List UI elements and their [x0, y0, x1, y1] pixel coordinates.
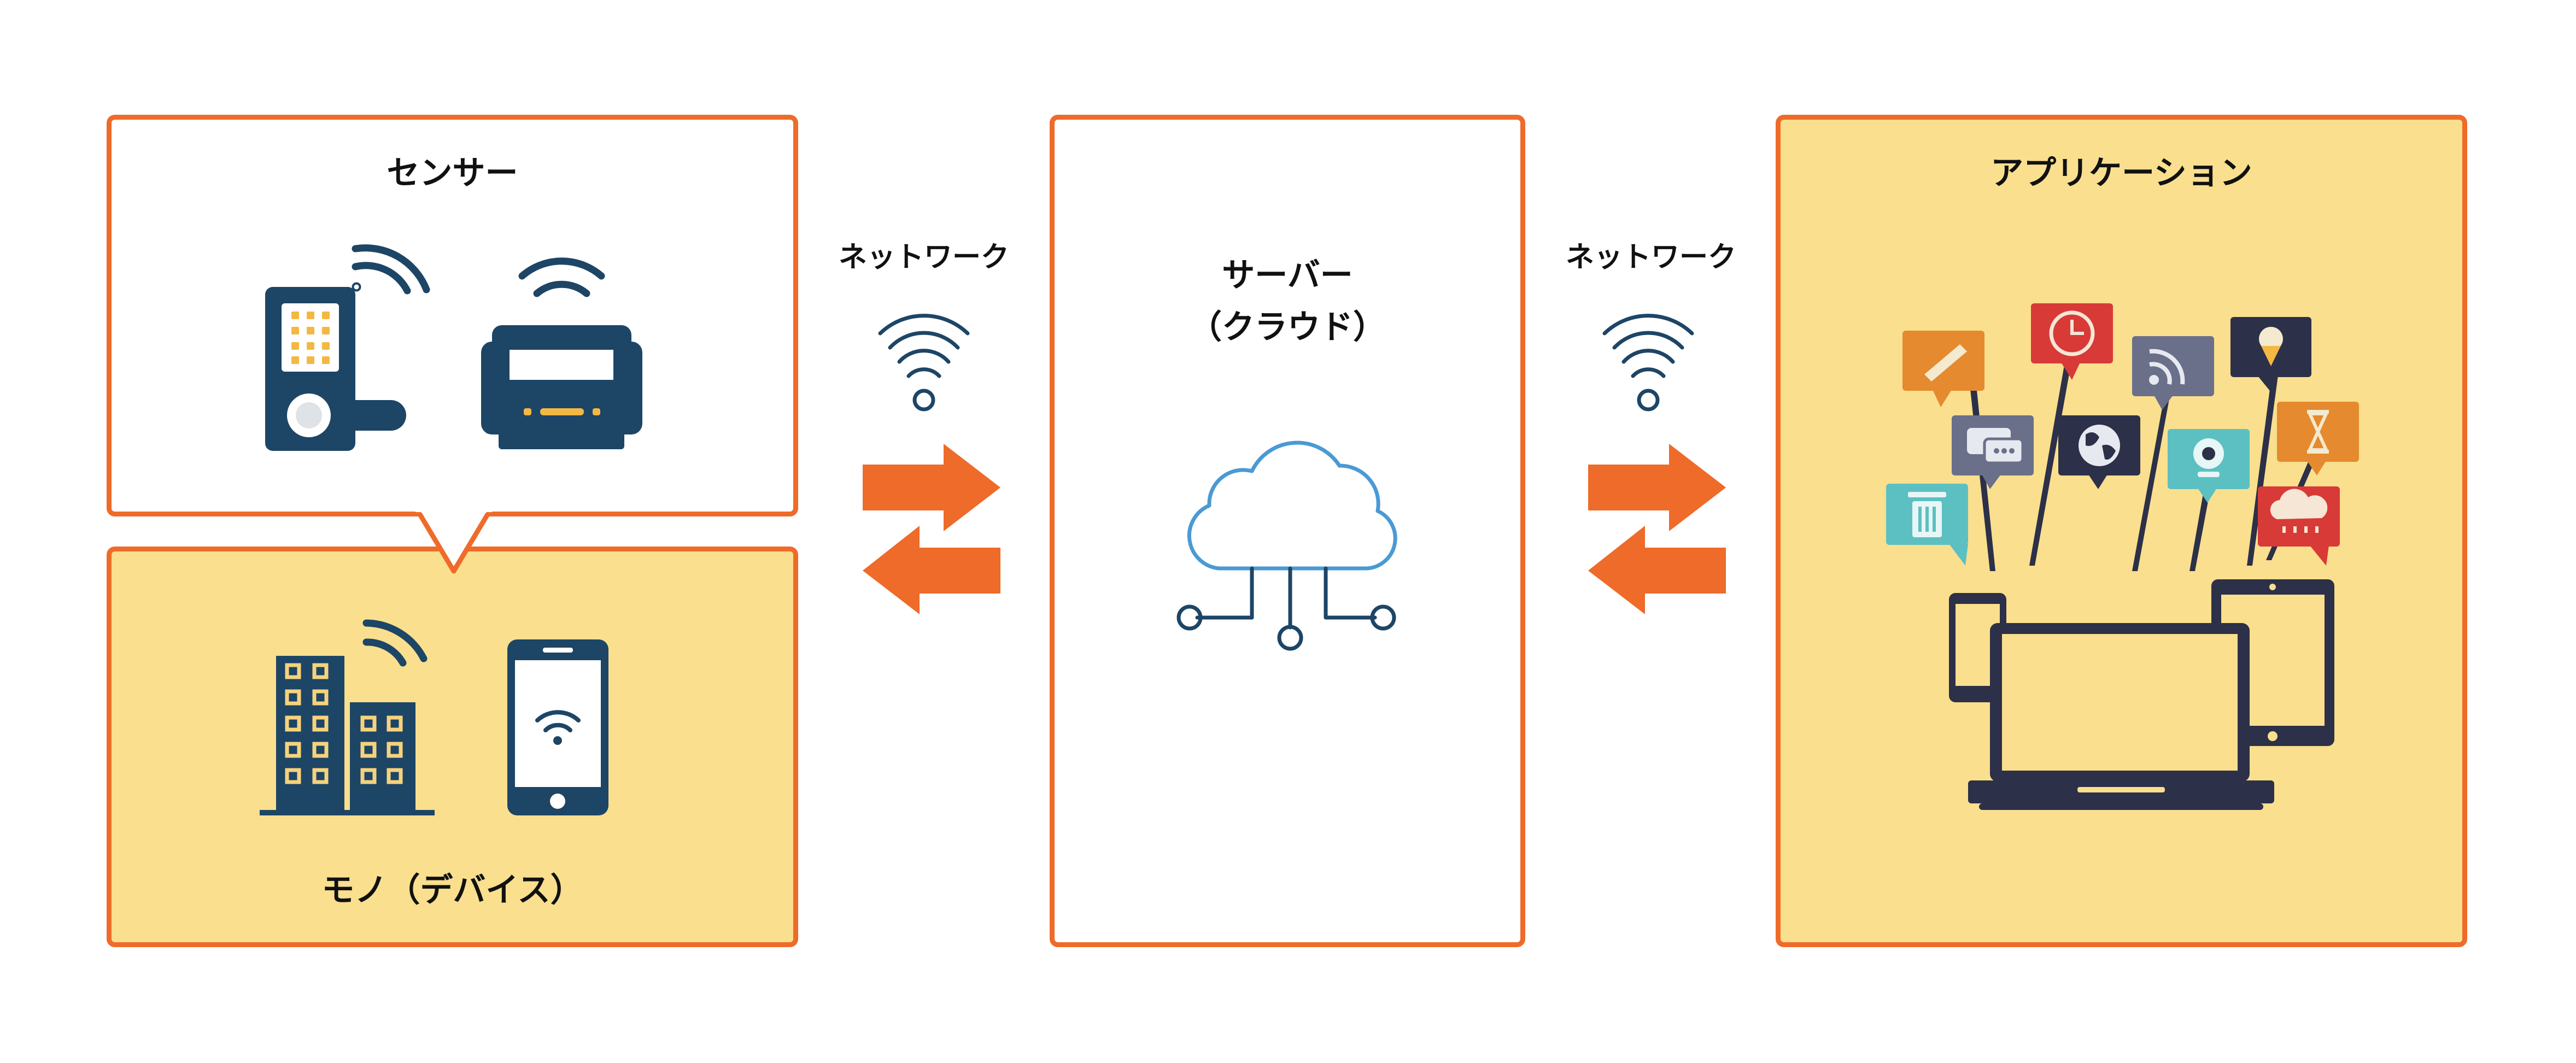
server-title-line2: （クラウド） [1189, 308, 1386, 346]
wifi-icon-right [1602, 314, 1694, 412]
wifi-signal-icon [352, 244, 430, 295]
printer-icon [481, 257, 642, 449]
rss-bubble-icon [2132, 336, 2214, 410]
sensor-panel [107, 115, 798, 516]
server-panel [1050, 115, 1525, 947]
pencil-bubble-icon [1902, 331, 1984, 407]
application-title: アプリケーション [1990, 154, 2252, 192]
chat-bubble-icon [1952, 415, 2034, 489]
laptop-icon [1968, 623, 2274, 810]
server-title-line1: サーバー [1222, 256, 1353, 295]
arrow-left-left [863, 526, 1000, 614]
speech-pointer [415, 506, 492, 574]
sensor-title: センサー [387, 154, 518, 192]
buildings-icon [260, 619, 435, 815]
ice-cream-bubble-icon [2230, 317, 2311, 391]
arrow-right-left [863, 444, 1000, 531]
cloud-network-icon [1176, 441, 1397, 651]
trash-bubble-icon [1886, 484, 1968, 566]
app-bubble-icons [1886, 303, 2359, 571]
network-label-right: ネットワーク [1565, 241, 1736, 274]
arrow-right-right [1588, 444, 1726, 531]
device-panel [107, 547, 798, 947]
arrow-left-right [1588, 526, 1726, 614]
door-lock-icon [265, 287, 406, 451]
wifi-icon-left [878, 314, 970, 412]
hourglass-bubble-icon [2277, 402, 2359, 475]
rain-cloud-bubble-icon [2258, 486, 2340, 566]
globe-bubble-icon [2058, 415, 2140, 489]
clock-bubble-icon [2031, 303, 2113, 380]
device-title: モノ（デバイス） [321, 871, 583, 909]
network-label-left: ネットワーク [838, 241, 1009, 274]
webcam-bubble-icon [2168, 429, 2250, 503]
smartphone-icon [507, 639, 608, 815]
